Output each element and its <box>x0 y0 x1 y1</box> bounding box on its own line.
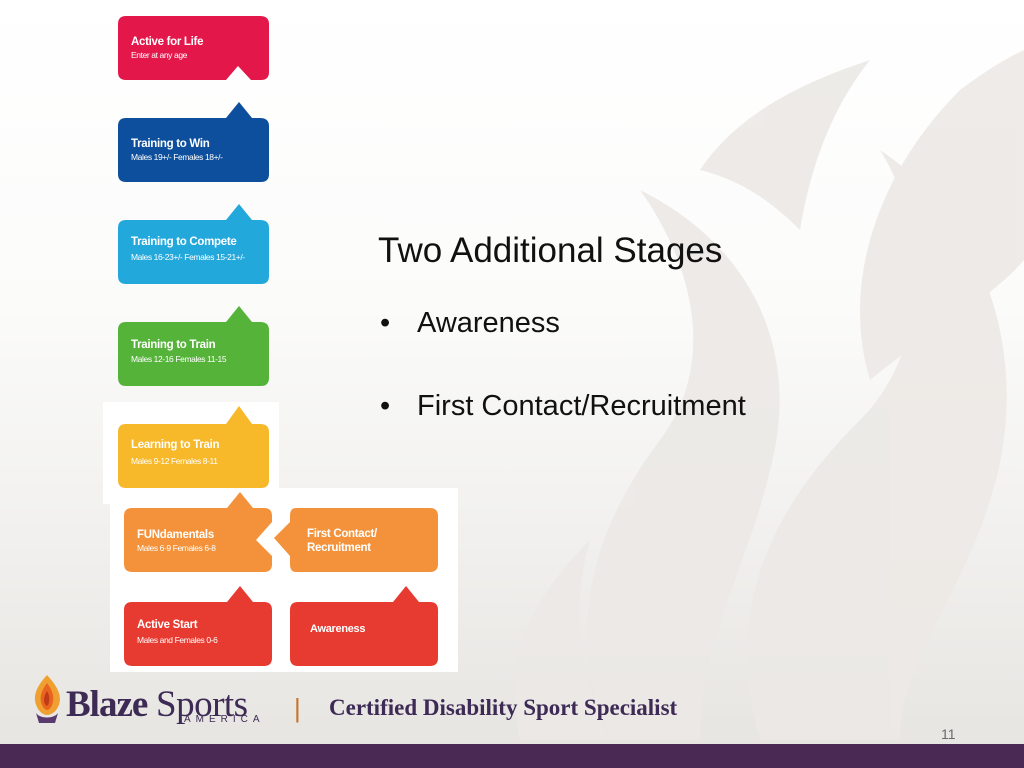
stage-shape <box>118 406 269 488</box>
stage-training-to-win: Training to Win Males 19+/- Females 18+/… <box>118 102 270 182</box>
stage-subtitle: Males 9-12 Females 8-11 <box>131 456 218 466</box>
stage-shape <box>118 102 269 182</box>
stage-subtitle: Males 6-9 Females 6-8 <box>137 543 216 553</box>
stage-shape <box>118 204 269 284</box>
stage-shape <box>118 16 269 80</box>
stage-title: FUNdamentals <box>137 529 214 541</box>
footer-tagline: Certified Disability Sport Specialist <box>329 695 678 720</box>
stage-shape-path <box>118 102 269 182</box>
stage-shape-path <box>124 586 272 666</box>
bullet-item: • Awareness <box>380 307 560 340</box>
stage-training-to-train: Training to Train Males 12-16 Females 11… <box>118 306 270 386</box>
bullet-text: First Contact/Recruitment <box>417 390 746 422</box>
stage-title: Training to Win <box>131 138 210 150</box>
brand-blaze: Blaze <box>66 684 148 725</box>
brand-sports: Sports <box>156 684 248 725</box>
stage-shape-path <box>118 16 269 80</box>
stage-active-start: Active Start Males and Females 0-6 <box>124 586 274 666</box>
stage-shape-path <box>118 204 269 284</box>
stage-title: Active Start <box>137 619 198 631</box>
flame-logo-icon <box>34 675 60 723</box>
stage-learning-to-train: Learning to Train Males 9-12 Females 8-1… <box>118 406 270 488</box>
slide-title: Two Additional Stages <box>378 231 723 270</box>
stage-shape <box>274 508 438 572</box>
stage-shape-path <box>118 306 269 386</box>
bullet-marker: • <box>380 307 391 339</box>
stage-title-line2: Recruitment <box>307 542 371 554</box>
stage-shape-path <box>290 586 438 666</box>
stage-shape <box>118 306 269 386</box>
stage-awareness: Awareness <box>290 586 440 666</box>
stage-active-for-life: Active for Life Enter at any age <box>118 16 270 80</box>
stage-shape <box>290 586 438 666</box>
stage-shape-path <box>274 508 438 572</box>
stage-first-contact-recruitment: First Contact/ Recruitment <box>274 508 440 572</box>
page-number: 11 <box>941 726 956 742</box>
stage-shape <box>124 492 272 572</box>
footer-divider: | <box>294 693 301 723</box>
stage-title: Learning to Train <box>131 439 220 451</box>
bullet-item: • First Contact/Recruitment <box>380 390 746 423</box>
stage-subtitle: Enter at any age <box>131 50 187 60</box>
brand-america: AMERICA <box>184 714 265 725</box>
stage-title-line1: First Contact/ <box>307 528 377 540</box>
stage-subtitle: Males 16-23+/- Females 15-21+/- <box>131 252 245 262</box>
stage-subtitle: Males 19+/- Females 18+/- <box>131 152 223 162</box>
footer-bar <box>0 744 1024 768</box>
stage-title: Active for Life <box>131 36 204 48</box>
stage-subtitle: Males 12-16 Females 11-15 <box>131 354 227 364</box>
stage-title: Awareness <box>310 623 366 635</box>
bullet-marker: • <box>380 390 391 422</box>
stage-fundamentals: FUNdamentals Males 6-9 Females 6-8 <box>124 492 274 572</box>
stage-shape <box>124 586 272 666</box>
stage-shape-path <box>118 406 269 488</box>
stage-shape-path <box>124 492 272 572</box>
stage-training-to-compete: Training to Compete Males 16-23+/- Femal… <box>118 204 270 284</box>
stage-subtitle: Males and Females 0-6 <box>137 635 218 645</box>
bullet-text: Awareness <box>417 307 560 339</box>
stage-title: Training to Train <box>131 339 216 351</box>
stage-title: Training to Compete <box>131 236 237 248</box>
